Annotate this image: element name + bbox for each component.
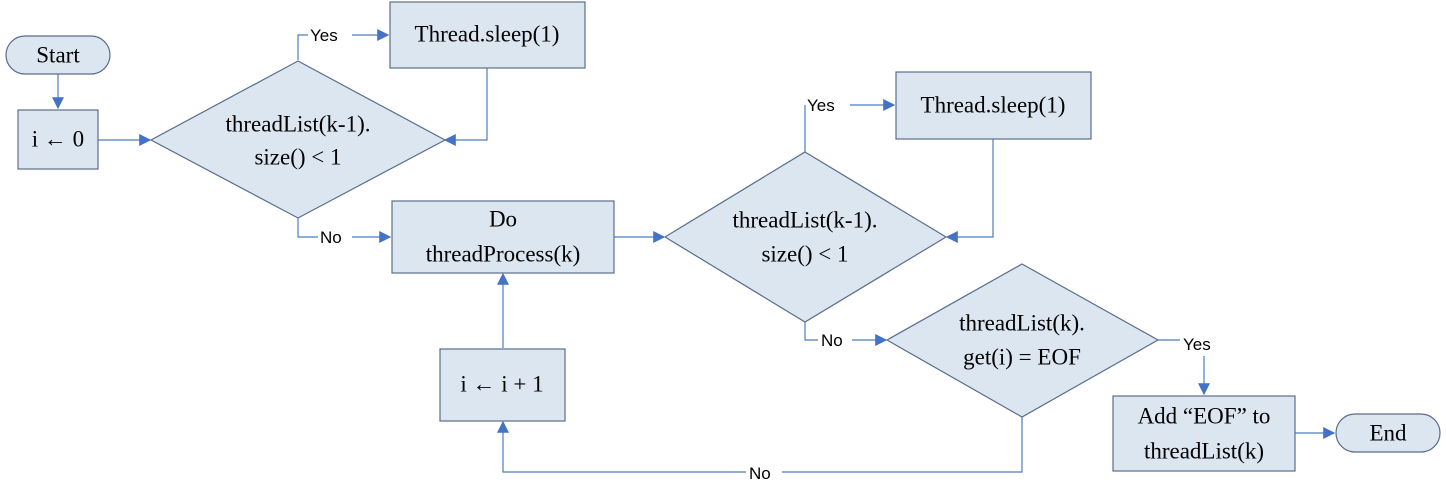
node-end-label: End xyxy=(1369,421,1407,446)
node-check1-line1: threadList(k-1). xyxy=(226,112,371,137)
node-init-i: i ← 0 xyxy=(17,109,99,170)
edges xyxy=(52,35,1336,473)
edge-sleep2-return xyxy=(945,139,994,243)
node-end: End xyxy=(1335,413,1441,453)
node-sleep1-label: Thread.sleep(1) xyxy=(415,22,560,47)
node-add-eof-line2: threadList(k) xyxy=(1144,439,1264,464)
node-check1-line2: size() < 1 xyxy=(254,145,341,170)
label-check1-no: No xyxy=(320,228,342,247)
node-eof-check-line2: get(i) = EOF xyxy=(963,345,1081,370)
node-process: Do threadProcess(k) xyxy=(391,200,615,274)
edge-check1-no-to-process xyxy=(297,218,390,237)
node-sleep1: Thread.sleep(1) xyxy=(389,1,586,69)
node-check2-line1: threadList(k-1). xyxy=(733,208,878,233)
node-check2-line2: size() < 1 xyxy=(761,242,848,267)
node-increment: i ← i + 1 xyxy=(439,348,566,422)
edge-eof-yes-to-add xyxy=(1158,339,1204,394)
label-check1-yes: Yes xyxy=(310,26,338,45)
node-eof-check-line1: threadList(k). xyxy=(959,311,1085,336)
label-check2-no: No xyxy=(821,331,843,350)
label-eof-yes: Yes xyxy=(1183,335,1211,354)
label-check2-yes: Yes xyxy=(807,96,835,115)
node-check2: threadList(k-1). size() < 1 xyxy=(663,151,948,323)
node-increment-label: i ← i + 1 xyxy=(460,372,543,397)
node-add-eof: Add “EOF” to threadList(k) xyxy=(1112,395,1296,472)
node-start: Start xyxy=(5,35,111,75)
node-process-line1: Do xyxy=(489,207,517,232)
edge-labels: Yes No Yes No Yes No xyxy=(310,26,1211,483)
edge-check1-yes-to-sleep1 xyxy=(297,35,388,60)
edge-eof-no-to-increment xyxy=(503,417,1023,473)
node-process-line2: threadProcess(k) xyxy=(426,242,581,267)
edge-check2-yes-to-sleep2 xyxy=(804,105,894,152)
label-eof-no: No xyxy=(749,464,771,483)
node-sleep2: Thread.sleep(1) xyxy=(895,71,1092,140)
node-start-label: Start xyxy=(36,43,80,68)
node-sleep2-label: Thread.sleep(1) xyxy=(921,93,1066,118)
node-check1: threadList(k-1). size() < 1 xyxy=(149,60,447,219)
node-add-eof-line1: Add “EOF” to xyxy=(1138,404,1271,429)
node-eof-check: threadList(k). get(i) = EOF xyxy=(885,263,1160,418)
edge-check2-no-to-eof xyxy=(804,322,886,340)
edge-sleep1-return xyxy=(443,68,488,146)
node-init-i-label: i ← 0 xyxy=(32,127,84,152)
